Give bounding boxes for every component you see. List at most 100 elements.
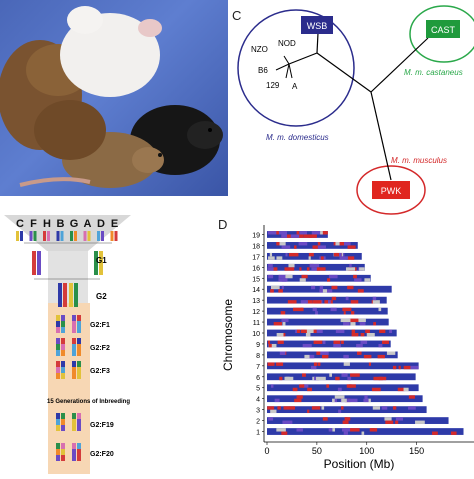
chromosome-bar <box>267 329 397 337</box>
haplotype-segment <box>415 420 425 424</box>
pwk-box <box>372 181 410 199</box>
y-tick-label: 11 <box>253 320 260 327</box>
y-tick-label: 3 <box>256 408 260 415</box>
haplotype-segment <box>346 384 356 388</box>
haplotype-segment <box>281 431 288 435</box>
haplotype-segment <box>321 406 325 410</box>
haplotype-segment <box>303 384 309 388</box>
haplotype-segment <box>305 329 315 333</box>
haplotype-segment <box>346 256 355 260</box>
generation-chromosome-segment <box>77 413 81 419</box>
haplotype-segment <box>395 420 399 424</box>
x-tick-label: 0 <box>264 446 269 456</box>
chromosome-bar <box>267 384 419 392</box>
gen-label-f3: G2:F3 <box>90 368 110 375</box>
wsb-box <box>301 16 333 34</box>
haplotype-segment <box>313 329 317 333</box>
haplotype-segment <box>332 428 335 432</box>
generation-chromosome-segment <box>72 321 76 327</box>
haplotype-segment <box>302 373 306 377</box>
haplotype-segment <box>276 333 284 337</box>
haplotype-segment <box>308 256 311 260</box>
haplotype-segment <box>306 300 313 304</box>
haplotype-segment <box>343 431 348 435</box>
generation-chromosome-segment <box>56 443 60 449</box>
haplotype-segment <box>288 263 295 268</box>
haplotype-segment <box>279 351 286 355</box>
haplotype-segment <box>281 318 289 323</box>
haplotype-segment <box>303 234 312 238</box>
generation-chromosome-segment <box>61 321 65 327</box>
haplotype-segment <box>296 231 300 235</box>
haplotype-segment <box>319 285 324 290</box>
founder-chromosome <box>33 231 37 241</box>
generation-chromosome-segment <box>61 419 65 425</box>
haplotype-segment <box>307 387 312 392</box>
haplotype-segment <box>322 340 326 344</box>
chromosome-bar <box>267 307 388 315</box>
founder-chromosome <box>114 231 118 241</box>
generation-chromosome-segment <box>77 344 81 350</box>
gen-label-f1: G2:F1 <box>90 322 110 329</box>
generation-chromosome-segment <box>56 367 60 373</box>
haplotype-segment <box>276 256 283 260</box>
haplotype-segment <box>268 343 272 348</box>
haplotype-segment <box>349 428 360 432</box>
founder-letter: A <box>84 218 92 230</box>
haplotype-segment <box>267 362 275 366</box>
x-axis-title: Position (Mb) <box>324 457 395 471</box>
y-tick-label: 12 <box>252 309 260 316</box>
generation-chromosome-segment <box>72 443 76 449</box>
haplotype-segment <box>285 274 293 279</box>
haplotype-segment <box>343 322 350 326</box>
generation-chromosome-segment <box>61 327 65 333</box>
founder-letter: B <box>57 218 65 230</box>
x-tick-label: 150 <box>409 446 424 456</box>
haplotype-segment <box>330 307 337 312</box>
haplotype-segment <box>366 333 375 337</box>
haplotype-segment <box>340 318 351 323</box>
haplotype-segment <box>335 376 340 381</box>
haplotype-segment <box>408 395 415 399</box>
haplotype-segment <box>278 274 287 279</box>
generation-chromosome-segment <box>72 344 76 350</box>
haplotype-segment <box>312 300 322 304</box>
haplotype-segment <box>270 409 277 414</box>
haplotype-segment <box>341 428 351 432</box>
haplotype-segment <box>273 322 282 326</box>
haplotype-segment <box>311 267 320 271</box>
haplotype-segment <box>320 231 323 235</box>
haplotype-segment <box>335 329 345 333</box>
haplotype-segment <box>364 278 371 282</box>
haplotype-segment <box>381 406 388 410</box>
haplotype-segment <box>312 307 317 312</box>
founder-chromosome <box>83 231 87 241</box>
haplotype-segment <box>284 267 295 271</box>
haplotype-segment <box>270 384 274 388</box>
haplotype-segment <box>392 406 397 410</box>
y-tick-label: 14 <box>252 287 260 294</box>
haplotype-segment <box>298 242 308 246</box>
y-tick-label: 19 <box>252 232 260 239</box>
haplotype-segment <box>343 362 350 366</box>
founder-letter: C <box>16 218 24 230</box>
haplotype-segment <box>285 252 288 257</box>
gen-label-f19: G2:F19 <box>90 422 114 429</box>
inbreeding-band <box>48 303 90 474</box>
haplotype-segment <box>347 285 354 290</box>
haplotype-segment <box>269 252 273 257</box>
haplotype-segment <box>373 322 377 326</box>
chromosome-bar <box>267 252 362 260</box>
generation-chromosome-segment <box>77 455 81 461</box>
haplotype-segment <box>320 231 327 235</box>
haplotype-segment <box>294 398 302 403</box>
haplotype-segment <box>361 431 365 435</box>
haplotype-segment <box>385 420 394 424</box>
y-tick-label: 9 <box>256 342 260 349</box>
haplotype-segment <box>359 267 365 271</box>
y-tick-label: 13 <box>252 298 260 305</box>
haplotype-segment <box>351 329 356 333</box>
haplotype-segment <box>277 340 284 344</box>
x-tick-label: 50 <box>312 446 322 456</box>
chromosome-bar <box>267 362 419 370</box>
